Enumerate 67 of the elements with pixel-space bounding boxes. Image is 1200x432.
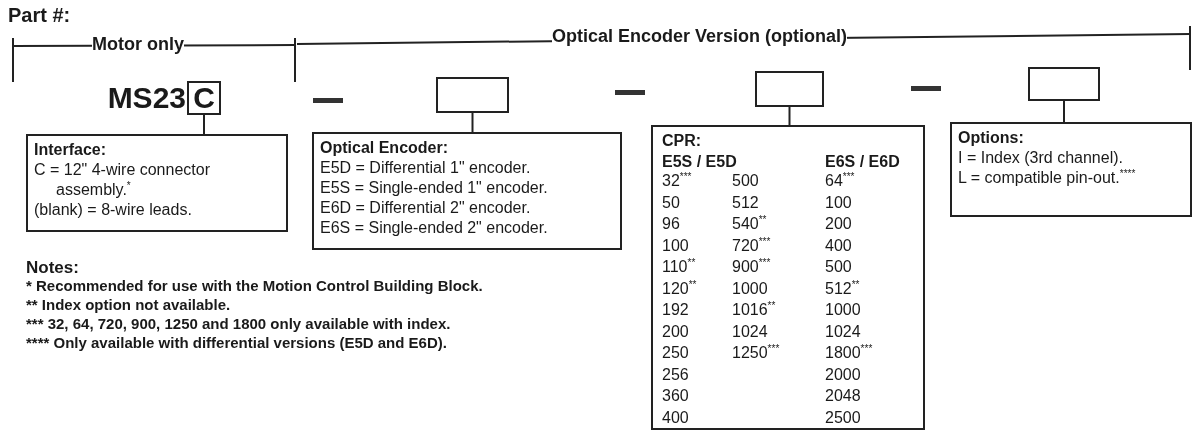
connector-line [471,112,474,133]
table-cell: 540$^{**}$ [732,214,767,234]
definition-box [312,132,622,250]
table-cell: 1000 [732,278,768,299]
selected-code-box: C [187,81,221,115]
table-cell: 400 [662,407,689,428]
table-cell: 720$^{***}$ [732,235,771,256]
box-heading: CPR: [662,131,702,151]
column-header: E5S / E5D [662,152,737,172]
blank-code-box [436,77,509,113]
blank-code-box [755,71,824,107]
definition-text: E6S = Single-ended 2" encoder. [320,218,549,238]
cpr-table-box [651,125,925,430]
definition-box [950,122,1192,217]
table-cell: 512$^{**}$ [825,278,860,299]
table-cell: 1016$^{**}$ [732,300,776,320]
connector-line [788,106,791,126]
table-cell: 110$^{**}$ [662,257,696,277]
box-heading: Optical Encoder: [320,138,450,158]
table-cell: 2500 [825,407,861,428]
column-header: E6S / E6D [825,152,900,172]
table-cell: 500 [825,257,852,277]
table-cell: 120$^{**}$ [662,278,697,299]
blank-code-box [1028,67,1100,101]
notes-heading: Notes: [26,258,79,278]
table-cell: 1000 [825,300,861,320]
box-heading: Interface: [34,140,108,160]
table-cell: 192 [662,300,689,320]
definition-text: E5S = Single-ended 1" encoder. [320,178,549,198]
table-cell: 2048 [825,386,861,406]
definition-text: I = Index (3rd channel). [958,148,1124,168]
table-cell: 200 [825,214,852,234]
table-cell: 2000 [825,364,861,385]
table-cell: 50 [662,192,680,213]
note-text: *** 32, 64, 720, 900, 1250 and 1800 only available with index. [26,315,451,332]
definition-text: L = compatible pin-out.$^{****}$ [958,168,1137,188]
table-cell: 100 [825,192,852,213]
table-cell: 1800$^{***}$ [825,343,873,363]
table-cell: 100 [662,235,689,256]
definition-text: (blank) = 8-wire leads. [34,200,193,220]
definition-box [26,134,288,232]
part-number-prefix: MS23 [107,83,186,113]
table-cell: 400 [825,235,852,256]
note-text: * Recommended for use with the Motion Control Building Block. [26,277,483,294]
table-cell: 96 [662,214,680,234]
table-cell: 32$^{***}$ [662,171,692,191]
table-cell: 500 [732,171,759,191]
box-heading: Options: [958,128,1025,148]
connector-line [203,114,205,135]
table-cell: 250 [662,343,689,363]
table-cell: 64$^{***}$ [825,171,855,191]
note-text: **** Only available with differential versions (E5D and E6D). [26,334,447,351]
bracket-label: Motor only [92,34,184,55]
table-cell: 512 [732,192,759,213]
bracket-label: Optical Encoder Version (optional) [552,26,848,47]
table-cell: 900$^{***}$ [732,257,771,277]
table-cell: 200 [662,321,689,342]
table-cell: 1250$^{***}$ [732,343,780,363]
definition-text: E6D = Differential 2" encoder. [320,198,532,218]
table-cell: 360 [662,386,689,406]
note-text: ** Index option not available. [26,296,231,313]
table-cell: 1024 [825,321,861,342]
connector-line [1063,100,1065,123]
definition-text: C = 12" 4-wire connector assembly.$^{*}$ [34,160,211,200]
table-cell: 1024 [732,321,768,342]
definition-text: E5D = Differential 1" encoder. [320,158,532,178]
table-cell: 256 [662,364,689,385]
